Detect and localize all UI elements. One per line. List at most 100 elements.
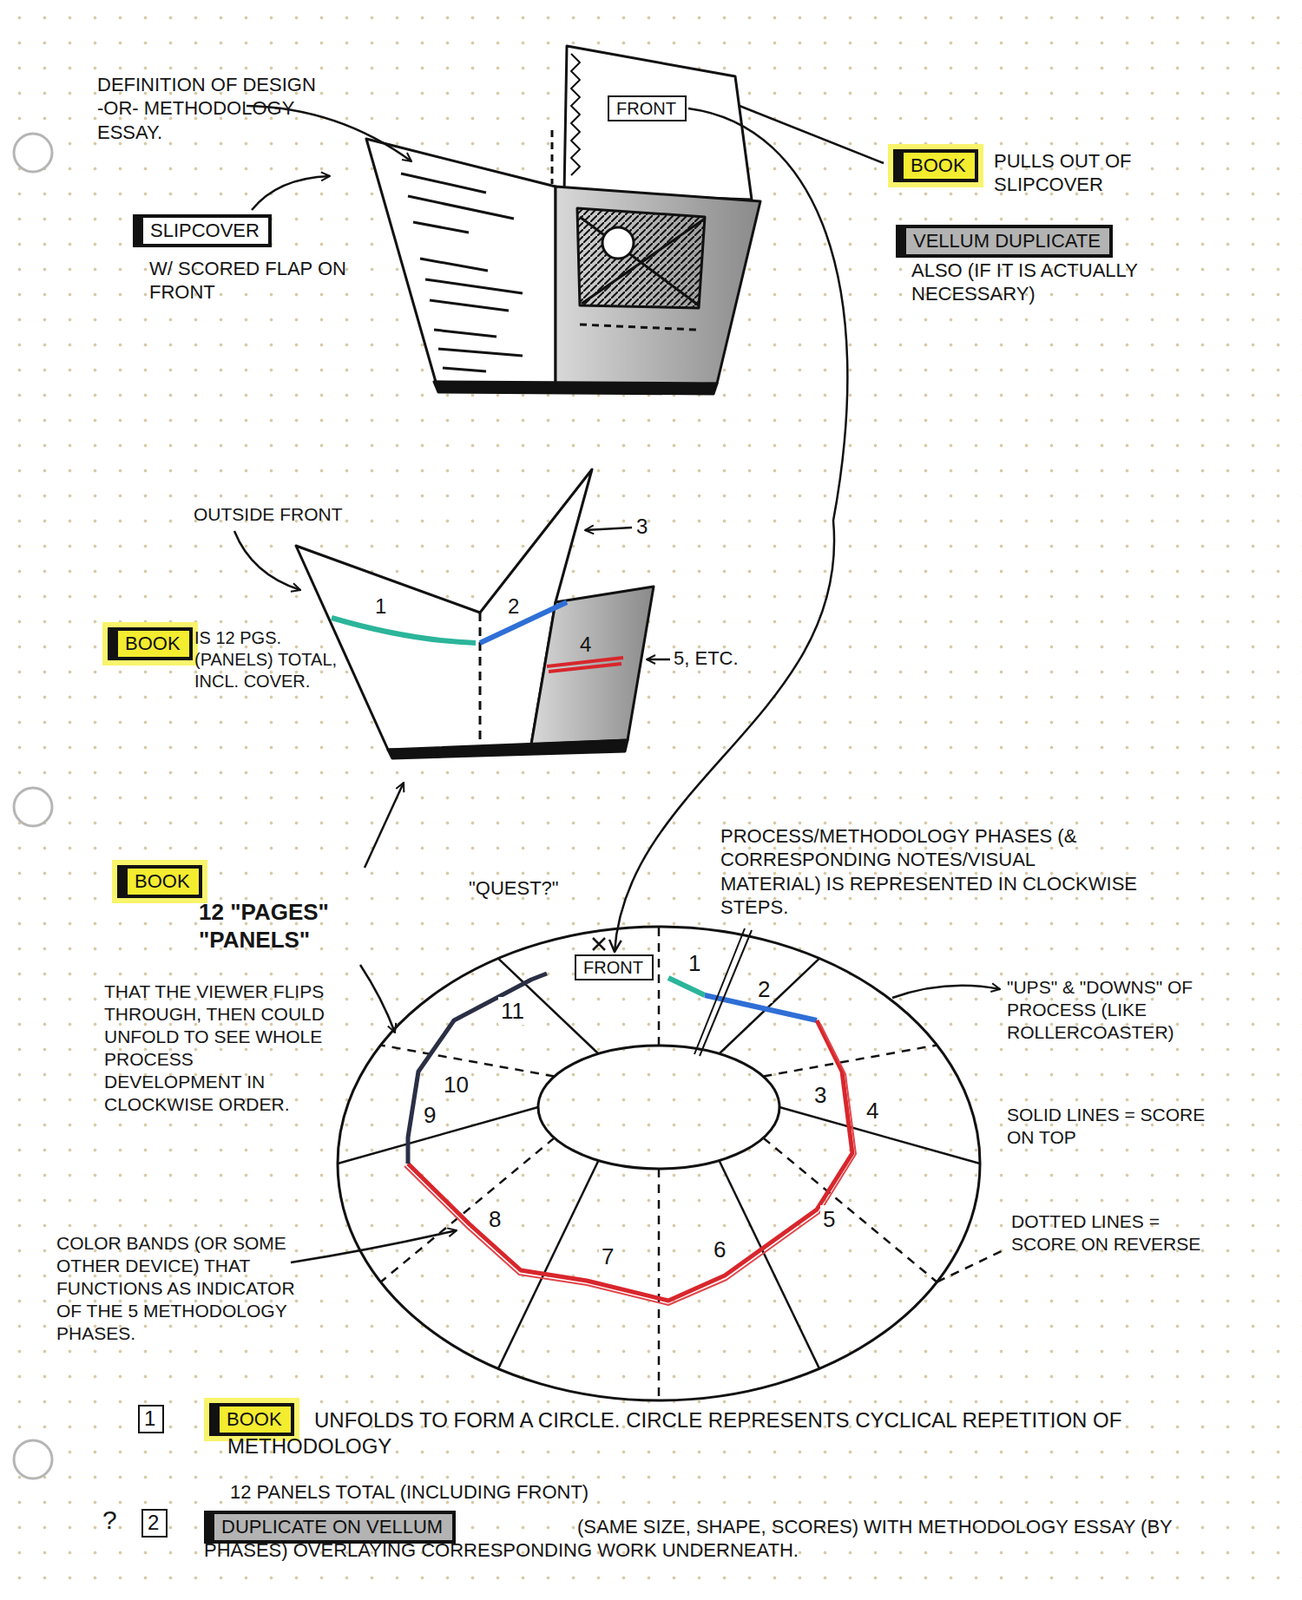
ring-outer <box>337 927 980 1401</box>
callout-number: 3 <box>811 1081 829 1110</box>
leader-arrow <box>290 1230 457 1263</box>
leader-line <box>739 105 884 164</box>
callout-number: 9 <box>420 1101 439 1130</box>
box-text: 2 <box>147 1511 159 1537</box>
note: 12 PANELS TOTAL (INCLUDING FRONT) <box>230 1480 589 1505</box>
step-box: 2 <box>141 1509 168 1539</box>
punch-hole <box>13 133 53 172</box>
box-text: 1 <box>144 1407 156 1433</box>
leader-arrow <box>360 965 395 1033</box>
binding-edge <box>434 381 717 395</box>
box-text: FRONT <box>583 957 644 979</box>
leaders-top <box>246 105 884 211</box>
ring-inner <box>538 1045 780 1170</box>
callout-number: 11 <box>498 997 527 1026</box>
phase-band <box>668 978 705 996</box>
annotation: ALSO (IF IT IS ACTUALLY NECESSARY) <box>911 258 1242 307</box>
cover-image-circle <box>602 227 634 259</box>
box-text: SLIPCOVER <box>150 219 260 243</box>
flap-label: FRONT <box>574 954 654 981</box>
spiral-binding <box>571 53 580 176</box>
box-text: BOOK <box>134 870 191 894</box>
leaders-bottom <box>290 965 1000 1263</box>
callout-number: 4 <box>579 631 592 658</box>
score-line <box>579 324 697 330</box>
panel-edge <box>387 740 628 759</box>
cover-image-lines <box>579 217 705 306</box>
book-flap <box>564 46 752 200</box>
callout-number: 1 <box>374 593 387 620</box>
phase-band <box>404 1024 856 1306</box>
callout-number: 6 <box>710 1236 729 1264</box>
callout-number: 4 <box>863 1097 882 1125</box>
callout-number: 2 <box>755 975 773 1004</box>
highlight-box: BOOK <box>107 627 193 661</box>
callout-number: 3 <box>636 513 648 540</box>
annotation: "UPS" & "DOWNS" OF PROCESS (LIKE ROLLERC… <box>1006 976 1268 1045</box>
vellum-box: DUPLICATE ON VELLUM <box>203 1511 456 1545</box>
box-text: BOOK <box>910 154 967 178</box>
annotation: OUTSIDE FRONT <box>193 503 343 527</box>
phase-band <box>546 657 624 672</box>
score-dotted <box>381 927 1006 1401</box>
leader-arrow <box>251 176 330 211</box>
callout-number: 7 <box>598 1242 617 1271</box>
unfolded-ring <box>337 927 1006 1401</box>
box-text: BOOK <box>124 632 181 656</box>
leader-arrow <box>892 986 1000 999</box>
leader-arrow <box>234 531 301 591</box>
pointer-line <box>694 928 752 1057</box>
flap-label: FRONT <box>607 95 687 122</box>
box-text: FRONT <box>616 98 677 119</box>
vellum-box: VELLUM DUPLICATE <box>895 224 1113 258</box>
highlight-box: BOOK <box>209 1403 295 1437</box>
leaders-middle <box>234 527 671 868</box>
annotation: PROCESS/METHODOLOGY PHASES (& CORRESPOND… <box>720 824 1138 920</box>
box-text: VELLUM DUPLICATE <box>913 230 1101 253</box>
panel-two <box>480 469 592 750</box>
callout-number: 5 <box>820 1205 838 1234</box>
step-box: 1 <box>138 1405 165 1434</box>
annotation: "QUEST?" <box>468 876 559 901</box>
leader-arrow <box>646 658 671 662</box>
punch-holes <box>13 133 53 1480</box>
callout-number: 10 <box>440 1071 472 1099</box>
score-solid <box>337 959 980 1370</box>
annotation: THAT THE VIEWER FLIPS THROUGH, THEN COUL… <box>104 980 326 1117</box>
label-box: SLIPCOVER <box>132 214 272 248</box>
score-line <box>381 927 1006 1401</box>
annotation: PULLS OUT OF SLIPCOVER <box>993 149 1168 198</box>
callout-number: 5, ETC. <box>673 646 739 671</box>
callout-number: 8 <box>486 1205 504 1234</box>
score-line <box>337 959 980 1370</box>
annotation: SOLID LINES = SCORE ON TOP <box>1006 1104 1207 1150</box>
panel-front <box>295 545 481 750</box>
annotation: DOTTED LINES = SCORE ON REVERSE <box>1011 1210 1220 1256</box>
note: UNFOLDS TO FORM A CIRCLE. CIRCLE REPRESE… <box>227 1407 1261 1460</box>
slipcover-front <box>555 186 761 389</box>
annotation: COLOR BANDS (OR SOME OTHER DEVICE) THAT … <box>56 1232 317 1346</box>
fold-line <box>551 130 554 185</box>
annotation: DEFINITION OF DESIGN -OR- METHODOLOGY ES… <box>97 72 319 145</box>
highlight-box: BOOK <box>117 865 203 899</box>
cross-mark <box>592 938 605 951</box>
phase-band <box>480 602 567 644</box>
left-page <box>366 138 556 389</box>
book-in-slipcover <box>366 46 761 395</box>
note: (SAME SIZE, SHAPE, SCORES) WITH METHODOL… <box>203 1515 1246 1564</box>
annotation: IS 12 PGS. (PANELS) TOTAL, INCL. COVER. <box>194 627 342 692</box>
box-text: DUPLICATE ON VELLUM <box>221 1516 443 1539</box>
phase-band <box>407 973 547 1164</box>
punch-hole <box>13 788 53 827</box>
callout-number: 1 <box>685 949 704 978</box>
leader-arrow <box>364 782 404 868</box>
box-text: BOOK <box>226 1408 283 1432</box>
folded-panels <box>295 469 654 759</box>
leader-arrow <box>585 527 632 531</box>
annotation: W/ SCORED FLAP ON FRONT <box>149 256 384 305</box>
phase-band <box>407 1020 853 1302</box>
annotation: 12 "PAGES" "PANELS" <box>198 898 382 954</box>
highlight-box: BOOK <box>893 149 979 183</box>
cover-image <box>577 208 705 309</box>
